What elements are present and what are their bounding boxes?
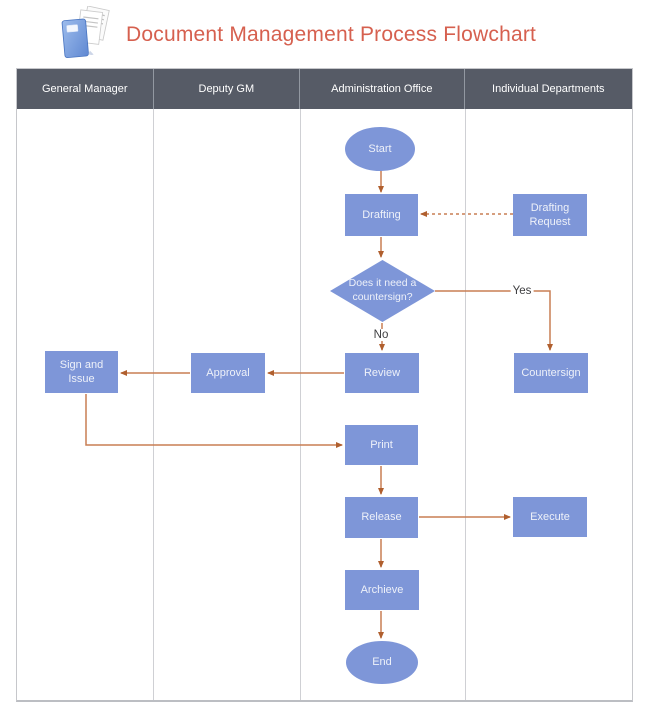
document-stack-icon <box>61 6 110 59</box>
lane-header-deputy-gm: Deputy GM <box>154 69 301 109</box>
edge-label-no: No <box>371 329 391 341</box>
title-row: Document Management Process Flowchart <box>58 6 536 64</box>
lane-divider <box>465 109 466 700</box>
edge-label-yes: Yes <box>510 285 534 297</box>
page-title: Document Management Process Flowchart <box>126 23 537 46</box>
lane-header-individual-departments: Individual Departments <box>492 83 605 95</box>
swimlane-body <box>17 109 632 700</box>
lane-header-administration-office: Administration Office <box>300 69 465 109</box>
lane-divider <box>153 109 154 700</box>
lane-divider <box>300 109 301 700</box>
lane-header-general-manager: General Manager <box>17 69 154 109</box>
